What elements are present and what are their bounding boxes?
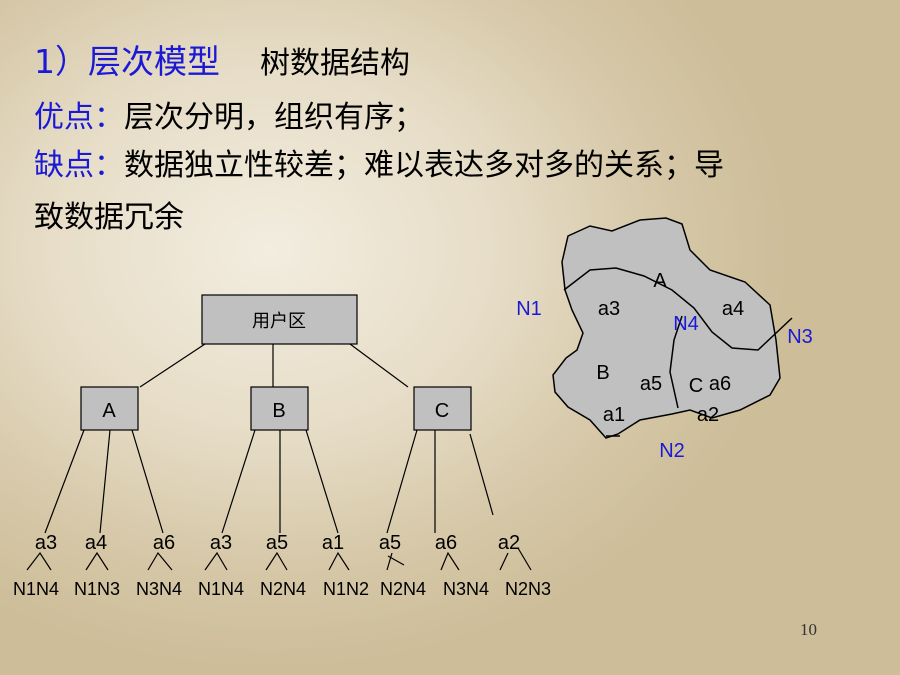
- cons-line: 缺点：数据独立性较差；难以表达多对多的关系；导: [34, 144, 724, 188]
- leaf-branches: [26, 547, 532, 571]
- leaf-1: a3: [35, 532, 57, 554]
- edge-b-leaf1: [221, 429, 256, 534]
- boundary-n4-n2: [669, 315, 683, 409]
- edge-a-leaf1: [44, 429, 85, 534]
- region-c-label: C: [689, 375, 703, 397]
- node-pair-5: N2N4: [260, 579, 306, 599]
- heading-line: 1）层次模型 树数据结构: [34, 40, 410, 86]
- edge-a-leaf3: [131, 429, 164, 534]
- leaf-9: a2: [498, 532, 520, 554]
- node-n1-label: N1: [516, 298, 542, 320]
- arc-a6-label: a6: [709, 373, 731, 395]
- edge-b-leaf3: [305, 429, 339, 534]
- node-pair-labels: N1N4 N1N3 N3N4 N1N4 N2N4 N1N2 N2N4 N3N4 …: [13, 579, 551, 599]
- child-node-b-label: B: [272, 400, 285, 422]
- node-pair-2: N1N3: [74, 579, 120, 599]
- region-b-label: B: [596, 362, 609, 384]
- heading-subtitle: 树数据结构: [260, 46, 410, 81]
- heading-title: 层次模型: [88, 42, 220, 81]
- edge-c-leaf1: [386, 429, 418, 534]
- node-pair-4: N1N4: [198, 579, 244, 599]
- node-pair-8: N3N4: [443, 579, 489, 599]
- edge-root-c: [349, 343, 409, 388]
- leaf-2: a4: [85, 532, 107, 554]
- child-node-c-label: C: [435, 400, 449, 422]
- root-node-label: 用户区: [252, 311, 306, 332]
- cons-label: 缺点：: [34, 148, 124, 183]
- pros-label: 优点：: [34, 100, 124, 135]
- arc-a3-label: a3: [598, 298, 620, 320]
- boundary-n1-n3: [563, 267, 793, 351]
- leaf-5: a5: [266, 532, 288, 554]
- node-pair-9: N2N3: [505, 579, 551, 599]
- node-pair-7: N2N4: [380, 579, 426, 599]
- node-n2-label: N2: [659, 440, 685, 462]
- leaf-7: a5: [379, 532, 401, 554]
- arc-a1-label: a1: [603, 404, 625, 426]
- root-node: [201, 294, 358, 345]
- leaf-3: a6: [153, 532, 175, 554]
- leaf-8: a6: [435, 532, 457, 554]
- child-node-a: [80, 386, 139, 431]
- node-n4-label: N4: [673, 313, 699, 335]
- child-node-c: [413, 386, 472, 431]
- leaf-6: a1: [322, 532, 344, 554]
- heading-number: 1）: [34, 42, 88, 81]
- map-labels: A B C a3 a4 a5 a6 a1 a2: [596, 270, 744, 426]
- edge-root-a: [139, 343, 206, 388]
- leaf-4: a3: [210, 532, 232, 554]
- edge-c-leaf3: [469, 433, 494, 516]
- arc-a5-label: a5: [640, 373, 662, 395]
- region-map: [552, 217, 793, 439]
- pros-text: 层次分明，组织有序；: [124, 100, 424, 135]
- leaf-labels: a3 a4 a6 a3 a5 a1 a5 a6 a2: [35, 532, 520, 554]
- node-n3-label: N3: [787, 326, 813, 348]
- map-outline: [552, 217, 781, 439]
- child-node-a-label: A: [102, 400, 116, 422]
- cons-text-1: 数据独立性较差；难以表达多对多的关系；导: [124, 148, 724, 183]
- node-pair-6: N1N2: [323, 579, 369, 599]
- cons-line-continued: 致数据冗余: [34, 196, 184, 240]
- pros-line: 优点：层次分明，组织有序；: [34, 96, 424, 140]
- arc-a2-label: a2: [697, 404, 719, 426]
- child-node-b: [250, 386, 309, 431]
- arc-a4-label: a4: [722, 298, 744, 320]
- page-number: 10: [800, 620, 817, 639]
- node-pair-3: N3N4: [136, 579, 182, 599]
- edge-a-leaf2: [99, 429, 111, 534]
- map-node-labels: N1 N2 N3 N4: [516, 298, 813, 462]
- cons-text-2: 致数据冗余: [34, 200, 184, 235]
- node-pair-1: N1N4: [13, 579, 59, 599]
- region-a-label: A: [653, 270, 667, 292]
- tree-diagram: [26, 343, 532, 571]
